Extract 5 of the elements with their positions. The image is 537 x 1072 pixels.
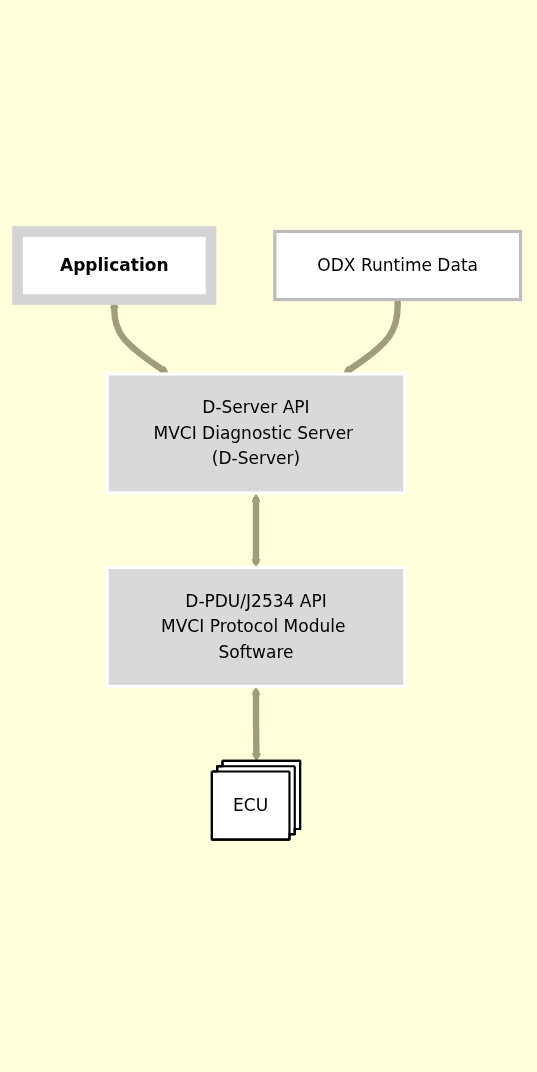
node-box: D-Server API MVCI Diagnostic Server (D-Server) xyxy=(105,372,406,496)
node-box: Application xyxy=(11,226,216,306)
node-box: ODX Runtime Data xyxy=(272,230,522,302)
arrow xyxy=(342,300,401,375)
node-box: D-PDU/J2534 API MVCI Protocol Module Software xyxy=(105,566,406,689)
